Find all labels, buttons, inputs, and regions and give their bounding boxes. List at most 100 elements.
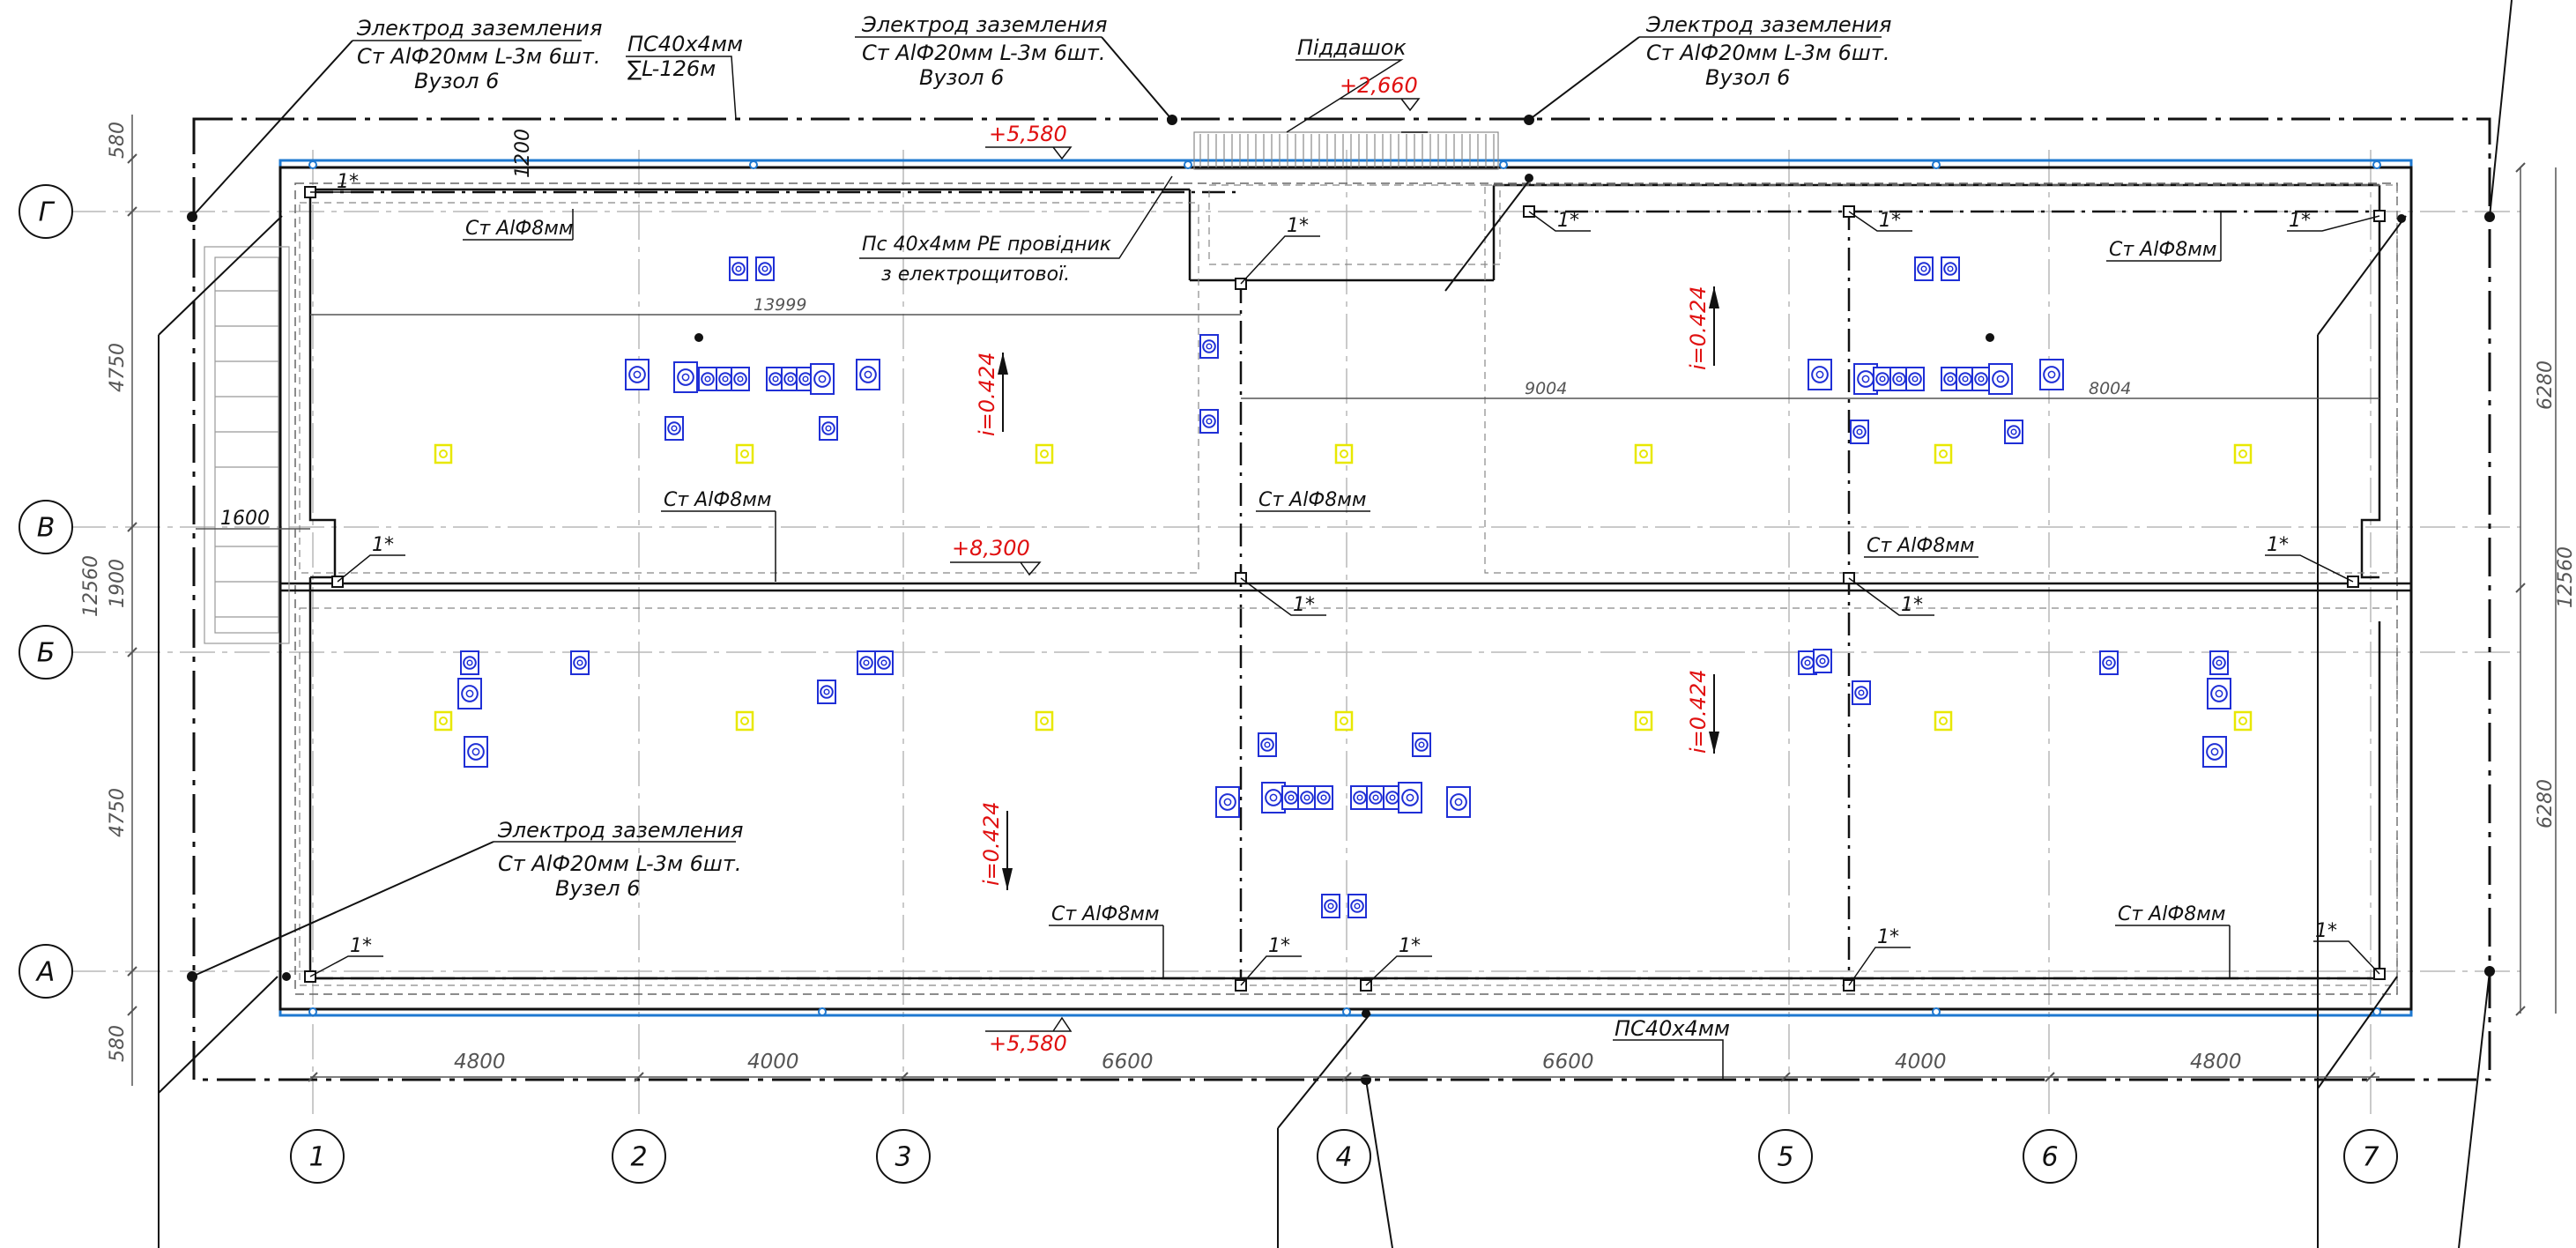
grounding-node: 1* (1523, 205, 1591, 232)
lamp-icon (1334, 710, 1354, 732)
dim-left-12560: 12560 (80, 555, 102, 617)
left-stair (204, 246, 290, 644)
electrode-spec: Ст AlФ20мм L-3м 6шт. (862, 41, 1106, 65)
electrode-title: Электрод заземления (497, 818, 743, 843)
electrode-spec: Ст AlФ20мм L-3м 6шт. (357, 44, 601, 69)
dim-bottom-6: 4800 (2190, 1051, 2242, 1073)
strip-spec: ПС40х4мм (627, 32, 743, 56)
grounding-node: 1* (1843, 205, 1912, 232)
axis-label-3: 3 (895, 1142, 911, 1173)
node-label: 1* (2267, 534, 2289, 556)
equipment-icon (1905, 367, 1925, 391)
electrode-title: Электрод заземления (1645, 12, 1891, 37)
node-label: 1* (372, 534, 394, 556)
grounding-node: 1* (331, 534, 405, 588)
equipment-icon (1941, 367, 1960, 391)
node-label: 1* (2289, 210, 2311, 232)
equipment-icon (570, 650, 590, 675)
pe-line-2: з електрощитової. (881, 264, 1070, 286)
electrode-node: Вузол 6 (1705, 65, 1790, 90)
grounding-loop (192, 117, 2491, 1081)
electrode-callout-top-right: Электрод заземления Ст AlФ20мм L-3м 6шт.… (1639, 12, 1891, 90)
equipment-icon (1412, 732, 1431, 757)
slope-4: i=0.424 (979, 802, 1004, 886)
electrode-node: Вузел 6 (555, 876, 640, 901)
node-label: 1* (337, 171, 359, 193)
dim-right-6280-bottom: 6280 (2535, 779, 2557, 828)
equipment-icon (1988, 363, 2013, 395)
equipment-icon (673, 361, 698, 393)
node-label: 1* (350, 935, 372, 957)
grounding-node: 1* (1843, 572, 1934, 616)
equipment-icon (1971, 367, 1991, 391)
axis-bubbles (19, 184, 2398, 1184)
grounding-node: 1* (2265, 534, 2359, 588)
axis-label-5: 5 (1777, 1142, 1793, 1173)
canopy-callout: Піддашок (1286, 35, 1407, 133)
dim-bottom-2: 4000 (747, 1051, 799, 1073)
wire-label-mid-right: Ст AlФ8мм (1867, 535, 1974, 557)
axis-label-2: 2 (630, 1142, 647, 1173)
equipment-icon (856, 359, 880, 390)
equipment-icon (729, 256, 748, 281)
grounding-node: 1* (1235, 935, 1302, 992)
electrode-spec: Ст AlФ20мм L-3м 6шт. (1646, 41, 1890, 65)
dim-right-6280-top: 6280 (2535, 360, 2557, 410)
wire-label-mid-left: Ст AlФ8мм (664, 489, 771, 511)
pe-line-1: Пс 40х4мм РЕ провідник (862, 234, 1112, 256)
grounding-node: 1* (1360, 935, 1432, 992)
electrode-callout-top-middle: Электрод заземления Ст AlФ20мм L-3м 6шт.… (855, 12, 1107, 90)
slope-3: i=0.424 (1686, 670, 1711, 754)
equipment-icon (2099, 650, 2119, 675)
equipment-icon (810, 363, 835, 395)
node-label: 1* (1877, 926, 1899, 948)
node-label: 1* (1879, 210, 1901, 232)
slope-1: i=0.424 (975, 353, 999, 436)
equipment-icon (1258, 732, 1277, 757)
equipment-icon (1297, 785, 1317, 810)
dimension-texts: 13999 9004 8004 1600 1200 580 4750 12560… (80, 122, 2576, 1073)
roof-offset (299, 184, 2398, 986)
dim-bottom-1: 4800 (454, 1051, 506, 1073)
pe-conductor-callout: Пс 40х4мм РЕ провідник з електрощитової. (859, 175, 1173, 286)
strip-spec: ПС40х4мм (1615, 1016, 1730, 1041)
equipment-icon (1914, 256, 1934, 281)
node-label: 1* (1399, 935, 1421, 957)
equipment-icon (755, 256, 775, 281)
wire-label-mid-center: Ст AlФ8мм (1258, 489, 1366, 511)
grounding-node: 1* (1843, 926, 1911, 992)
electrode-dots (187, 115, 2495, 1085)
elevation-canopy: +2,660 (1340, 73, 1418, 98)
axis-labels: Г В Б А 1 2 3 4 5 6 7 (35, 197, 2379, 1173)
axis-label-1: 1 (308, 1142, 325, 1173)
lamp-icon (1035, 710, 1054, 732)
wire-label-top-left: Ст AlФ8мм (465, 218, 573, 240)
equipment-icon (457, 678, 482, 709)
canopy-label: Піддашок (1297, 35, 1407, 60)
node-label: 1* (1557, 210, 1579, 232)
dim-left-4750-bottom: 4750 (107, 788, 129, 837)
grounding-node: 1* (1235, 572, 1326, 616)
equipment-icon (664, 416, 684, 441)
lamp-icon (434, 443, 453, 464)
dim-right-12560: 12560 (2555, 546, 2576, 608)
slope-2: i=0.424 (1686, 286, 1711, 370)
lamp-icon (2233, 443, 2253, 464)
roof-zones (280, 183, 2411, 985)
equipment-icon (1398, 782, 1422, 813)
dim-left-1900: 1900 (107, 559, 129, 608)
node-label: 1* (1287, 215, 1309, 237)
building-blue-markers (308, 160, 2381, 1016)
dimension-lines (131, 115, 2557, 1086)
equipment-icon (819, 416, 838, 441)
electrode-node: Вузол 6 (919, 65, 1004, 90)
axis-label-6: 6 (2041, 1142, 2058, 1173)
lamp-icon (1035, 443, 1054, 464)
dim-9004: 9004 (1525, 379, 1567, 398)
equipment-icon (1813, 649, 1832, 673)
strip-callout-bottom: ПС40х4мм (1613, 1016, 1730, 1080)
dim-13999: 13999 (753, 295, 806, 315)
axis-label-v: В (37, 513, 56, 544)
wire-label-bottom-right: Ст AlФ8мм (2118, 903, 2225, 925)
equipment-icon (698, 367, 717, 391)
